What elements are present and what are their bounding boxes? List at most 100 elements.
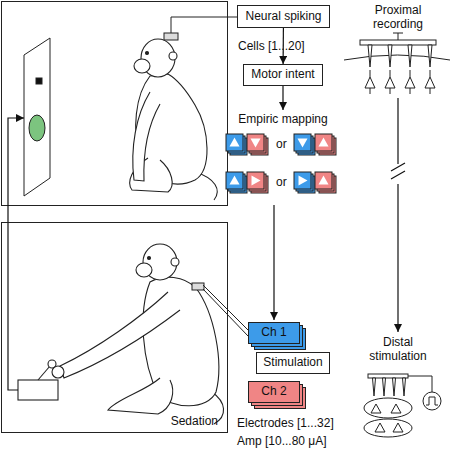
recording-implant xyxy=(164,17,237,40)
direction-triangle xyxy=(319,176,329,185)
stimulation-array xyxy=(426,397,438,405)
stimulation-array xyxy=(403,378,406,396)
monkey-figure xyxy=(136,263,152,277)
display-screen xyxy=(36,78,42,84)
stimulation-array xyxy=(383,378,386,396)
channel-box: Ch 1 xyxy=(248,322,300,344)
electrode-array xyxy=(370,88,430,94)
channel-card xyxy=(226,172,243,189)
electrode-array xyxy=(428,45,432,67)
step-label: Empiric mapping xyxy=(233,113,333,127)
node-text: Ch 1 xyxy=(261,326,286,339)
direction-triangle xyxy=(230,138,240,147)
stimulation-array xyxy=(368,374,408,378)
electrode-array xyxy=(385,77,395,88)
display-screen xyxy=(24,38,50,196)
stimulation-electrodes xyxy=(203,289,248,336)
range-label: Amp [10...80 μA] xyxy=(237,435,327,449)
monkey-figure xyxy=(130,39,218,200)
channel-card xyxy=(226,134,243,151)
node-text: Neural spiking xyxy=(245,10,321,23)
conjunction-text: or xyxy=(276,138,287,152)
stimulation-array xyxy=(391,404,401,413)
monkey-figure xyxy=(60,292,180,378)
stimulation-electrodes xyxy=(192,283,248,336)
stimulation-array xyxy=(364,398,412,418)
process-box: Neural spiking xyxy=(237,5,330,28)
joystick xyxy=(18,380,58,400)
direction-triangle xyxy=(230,176,240,185)
mapping-icon xyxy=(226,134,268,155)
stimulation-array xyxy=(364,419,412,437)
mapping-icon xyxy=(294,134,336,155)
recording-implant xyxy=(164,33,178,40)
conjunction-text: or xyxy=(276,176,287,190)
monkey-figure xyxy=(169,52,177,60)
stimulation-array xyxy=(371,404,381,413)
joystick xyxy=(38,366,50,380)
monkey-figure xyxy=(60,244,224,424)
display-screen xyxy=(24,38,50,196)
scene-panel xyxy=(2,2,228,206)
direction-triangle xyxy=(251,139,261,148)
stimulation-array xyxy=(375,423,385,432)
electrode-array xyxy=(388,45,392,67)
direction-triangle xyxy=(252,176,261,186)
monkey-figure xyxy=(133,92,160,181)
electrode-array xyxy=(425,77,435,88)
monkey-figure xyxy=(146,52,149,55)
scene-panel: Sedation xyxy=(1,222,228,433)
electrode-array xyxy=(360,40,436,45)
node-text: Ch 2 xyxy=(261,385,286,398)
channel-card xyxy=(315,172,332,189)
channel-card xyxy=(294,172,311,189)
electrode-array xyxy=(365,77,375,88)
joystick xyxy=(52,366,64,378)
electrode-array xyxy=(344,55,450,60)
process-box: Stimulation xyxy=(256,352,330,374)
direction-triangle xyxy=(299,176,308,186)
stimulation-array xyxy=(423,392,441,410)
flow-arrow xyxy=(282,86,283,110)
range-label: Cells [1...20] xyxy=(238,40,305,54)
node-text: Sedation xyxy=(171,415,218,428)
monkey-figure xyxy=(148,257,151,260)
column-heading: Distal stimulation xyxy=(358,336,438,364)
mapping-icon xyxy=(294,172,336,193)
monkey-figure xyxy=(171,258,179,266)
electrode-array xyxy=(408,45,412,67)
stimulation-array xyxy=(393,423,403,432)
channel-card xyxy=(247,172,264,189)
broken-arrow xyxy=(391,98,405,332)
channel-box: Ch 2 xyxy=(248,381,300,403)
direction-triangle xyxy=(319,138,329,147)
electrode-array xyxy=(393,33,403,40)
channel-card xyxy=(294,134,311,151)
node-text: Stimulation xyxy=(263,356,322,369)
direction-triangle xyxy=(298,139,308,148)
range-label: Electrodes [1...32] xyxy=(237,417,334,431)
display-screen xyxy=(29,115,45,141)
stimulation-electrodes xyxy=(203,285,248,330)
channel-card xyxy=(247,134,264,151)
recording-implant xyxy=(171,17,237,33)
stimulation-array xyxy=(393,378,396,396)
feedback-arrow xyxy=(8,118,24,390)
electrode-array xyxy=(344,33,450,94)
mapping-icons xyxy=(226,134,336,193)
joystick xyxy=(18,360,64,400)
stimulation-array xyxy=(408,376,432,392)
column-heading: Proximal recording xyxy=(358,4,438,32)
stimulation-array xyxy=(364,374,441,437)
electrode-array xyxy=(405,77,415,88)
flow-arrow xyxy=(273,205,274,320)
broken-arrow xyxy=(397,98,398,164)
electrode-array xyxy=(370,70,430,77)
process-box: Motor intent xyxy=(243,64,323,86)
stimulation-array xyxy=(373,378,376,396)
channel-card xyxy=(315,134,332,151)
node-text: Motor intent xyxy=(251,68,314,81)
stimulation-electrodes xyxy=(192,283,204,290)
